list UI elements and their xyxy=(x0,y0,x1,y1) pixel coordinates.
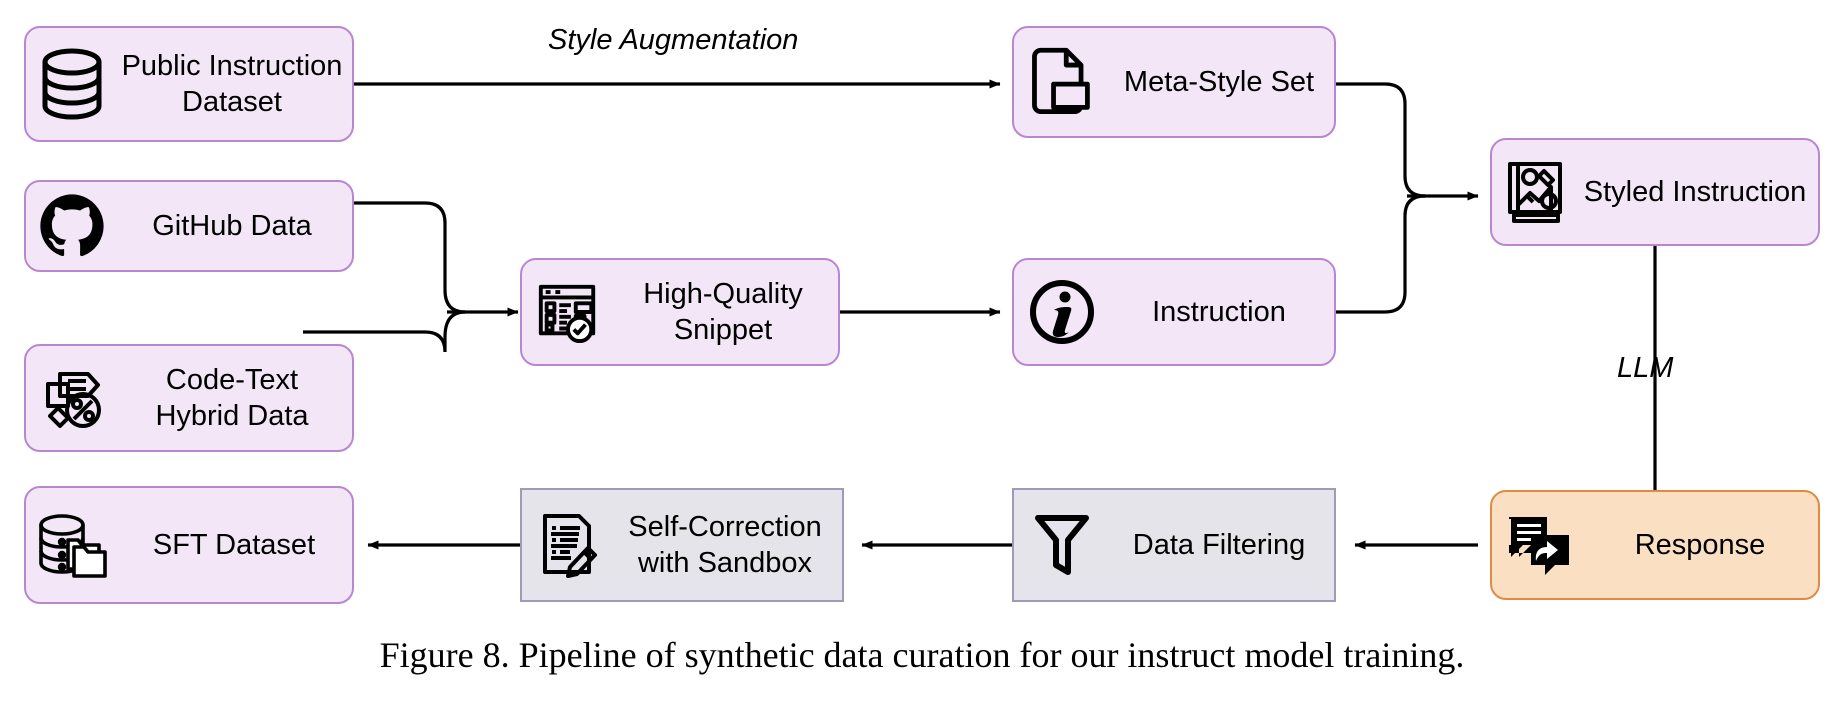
node-response[interactable]: Response xyxy=(1490,490,1820,600)
document-pencil-icon xyxy=(522,511,614,579)
node-self-correction[interactable]: Self-Correction with Sandbox xyxy=(520,488,844,602)
info-circle-icon xyxy=(1014,277,1110,347)
node-label: GitHub Data xyxy=(152,209,312,242)
node-label: Public Instruction Dataset xyxy=(121,49,343,118)
node-sft-dataset[interactable]: SFT Dataset xyxy=(24,486,354,604)
edge-github-merge xyxy=(303,201,466,314)
styled-image-icon xyxy=(1492,159,1578,225)
database-files-icon xyxy=(26,511,122,579)
edge-label-llm: LLM xyxy=(1617,352,1674,384)
node-label: Meta-Style Set xyxy=(1123,65,1315,98)
node-label: Code-Text Hybrid Data xyxy=(155,363,309,432)
node-label: Instruction xyxy=(1152,295,1286,328)
edge-metastyle-merge xyxy=(1336,82,1426,198)
github-icon xyxy=(26,193,118,259)
checklist-window-icon xyxy=(522,279,614,345)
document-style-icon xyxy=(1014,46,1110,118)
code-text-percent-icon xyxy=(26,364,118,432)
database-icon xyxy=(26,48,118,120)
node-github-data[interactable]: GitHub Data xyxy=(24,180,354,272)
node-data-filtering[interactable]: Data Filtering xyxy=(1012,488,1336,602)
edge-label-style-augmentation: Style Augmentation xyxy=(548,24,799,56)
edge-instruction-merge xyxy=(1336,194,1426,314)
funnel-icon xyxy=(1014,512,1110,578)
node-label: Response xyxy=(1634,528,1766,561)
node-code-text-hybrid-data[interactable]: Code-Text Hybrid Data xyxy=(24,344,354,452)
node-instruction[interactable]: Instruction xyxy=(1012,258,1336,366)
chat-reply-icon xyxy=(1492,513,1588,577)
node-label: Data Filtering xyxy=(1132,528,1306,561)
node-label: Styled Instruction xyxy=(1583,175,1807,208)
node-label: Self-Correction with Sandbox xyxy=(628,510,822,579)
edge-codetext-merge xyxy=(303,310,466,353)
node-meta-style-set[interactable]: Meta-Style Set xyxy=(1012,26,1336,138)
node-label: High-Quality Snippet xyxy=(643,277,803,346)
node-public-instruction-dataset[interactable]: Public Instruction Dataset xyxy=(24,26,354,142)
node-high-quality-snippet[interactable]: High-Quality Snippet xyxy=(520,258,840,366)
node-styled-instruction[interactable]: Styled Instruction xyxy=(1490,138,1820,246)
figure-caption: Figure 8. Pipeline of synthetic data cur… xyxy=(379,635,1465,675)
node-label: SFT Dataset xyxy=(152,528,316,561)
